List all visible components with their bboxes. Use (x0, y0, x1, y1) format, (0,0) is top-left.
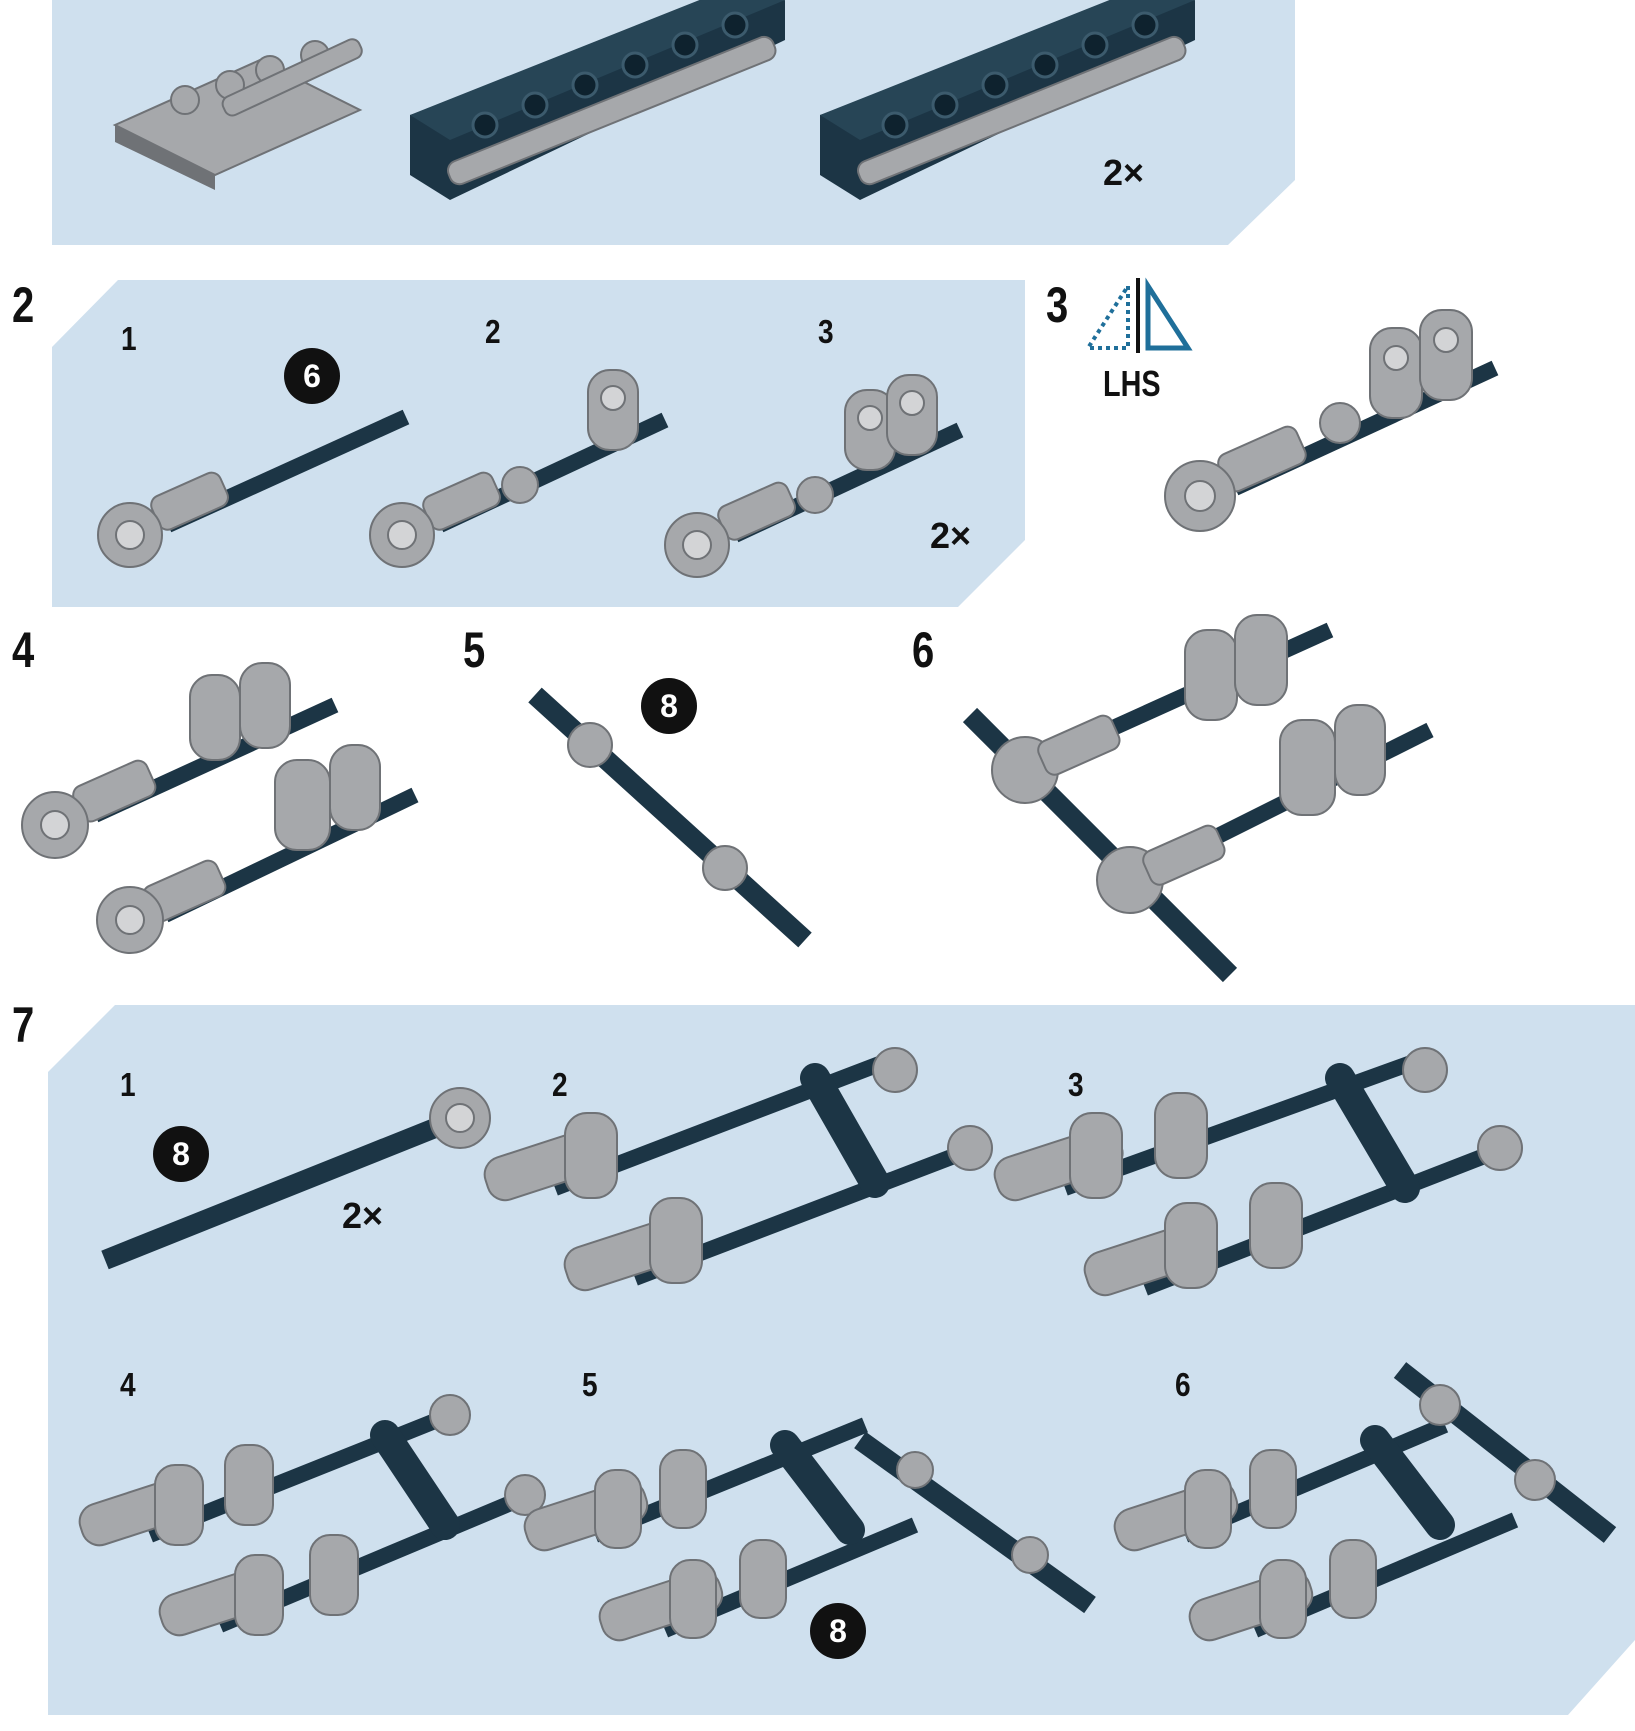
step7-sub2-model (483, 1047, 993, 1292)
step7-substep-6: 6 (1175, 1366, 1191, 1403)
top-plate-model (112, 38, 363, 190)
step5-model (528, 687, 812, 948)
top-brick-model-2 (820, 0, 1195, 200)
step5-length-badge: 8 (641, 678, 697, 734)
step7-sub5-model (523, 1417, 1096, 1642)
mirror-symmetry-icon (1084, 277, 1193, 353)
step2-multiplier: 2× (930, 515, 972, 556)
step5-number: 5 (463, 622, 486, 678)
step7-substep-3: 3 (1068, 1066, 1084, 1103)
step2-substep-2: 2 (485, 313, 501, 350)
step7-substep-2: 2 (552, 1066, 568, 1103)
step7-substep-5: 5 (582, 1366, 598, 1403)
step3-number: 3 (1046, 277, 1069, 333)
step6-model (962, 614, 1434, 983)
step6-number: 6 (912, 622, 935, 678)
step7-sub4-model (78, 1394, 546, 1637)
step4-number: 4 (12, 622, 35, 678)
step4-model (21, 662, 419, 954)
step7-sub6-model (1113, 1362, 1617, 1642)
top-multiplier: 2× (1103, 152, 1145, 193)
step2-number: 2 (12, 277, 35, 333)
step2-sub3-model (664, 374, 964, 578)
step2-substep-1: 1 (121, 320, 137, 357)
step2-length-badge: 6 (284, 348, 340, 404)
step3-model (1164, 309, 1499, 532)
step7-sub1-model (101, 1087, 491, 1270)
step2-sub2-model (369, 369, 669, 568)
step2-sub1-model (97, 409, 410, 568)
step7-sub1-multiplier: 2× (342, 1195, 384, 1236)
step7-sub5-length-badge: 8 (810, 1603, 866, 1659)
top-brick-model-1 (410, 0, 785, 200)
step2-substep-3: 3 (818, 313, 834, 350)
step7-sub1-length-badge: 8 (153, 1126, 209, 1182)
step7-sub3-model (993, 1047, 1523, 1297)
lhs-label: LHS (1103, 363, 1161, 404)
step7-substep-4: 4 (120, 1366, 136, 1403)
step7-number: 7 (12, 997, 35, 1053)
step7-substep-1: 1 (120, 1066, 136, 1103)
